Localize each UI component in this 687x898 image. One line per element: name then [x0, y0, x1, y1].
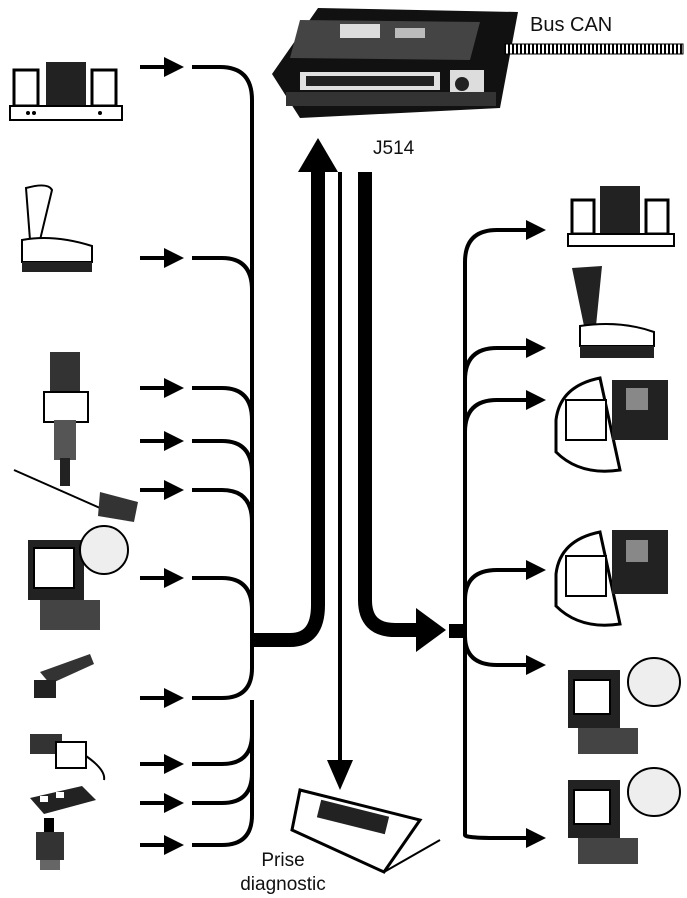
- hydraulic-unit-icon: [568, 658, 680, 754]
- down-arrow-head: [327, 760, 353, 790]
- hydraulic-unit-icon: [568, 768, 680, 864]
- output-bus-lines: [465, 230, 540, 838]
- switch-sensor-icon: [34, 654, 94, 698]
- gear-selector-icon: [22, 185, 92, 272]
- ecu-label: J514: [373, 138, 414, 160]
- actuator-reservoir-icon: [28, 526, 128, 630]
- up-arrow-head: [298, 138, 338, 172]
- input-trunk: [252, 170, 318, 640]
- temperature-sensor-icon: [36, 818, 64, 870]
- diagnostic-label-line1: Prise: [228, 850, 338, 872]
- output-trunk: [365, 172, 418, 630]
- diagnostic-label-line2: diagnostic: [218, 874, 348, 896]
- bus-can-label: Bus CAN: [530, 14, 612, 36]
- valve-sensor-icon: [44, 352, 88, 486]
- right-arrow-head: [416, 608, 446, 652]
- dashboard-icon: [10, 62, 122, 120]
- output-gear-selector-icon: [572, 266, 654, 358]
- input-arrows: [140, 67, 178, 845]
- ecu-j514-module: [272, 8, 518, 118]
- pressure-switch-icon: [30, 734, 104, 780]
- output-dashboard-icon: [568, 186, 674, 246]
- gearbox-actuator-icon: [556, 378, 668, 471]
- bus-can-cable: [505, 44, 683, 54]
- output-junction: [449, 624, 465, 638]
- connector-sensor-icon: [30, 786, 96, 814]
- input-bus-lines: [192, 67, 252, 845]
- gearbox-actuator-icon: [556, 530, 668, 625]
- throttle-cable-icon: [14, 470, 138, 522]
